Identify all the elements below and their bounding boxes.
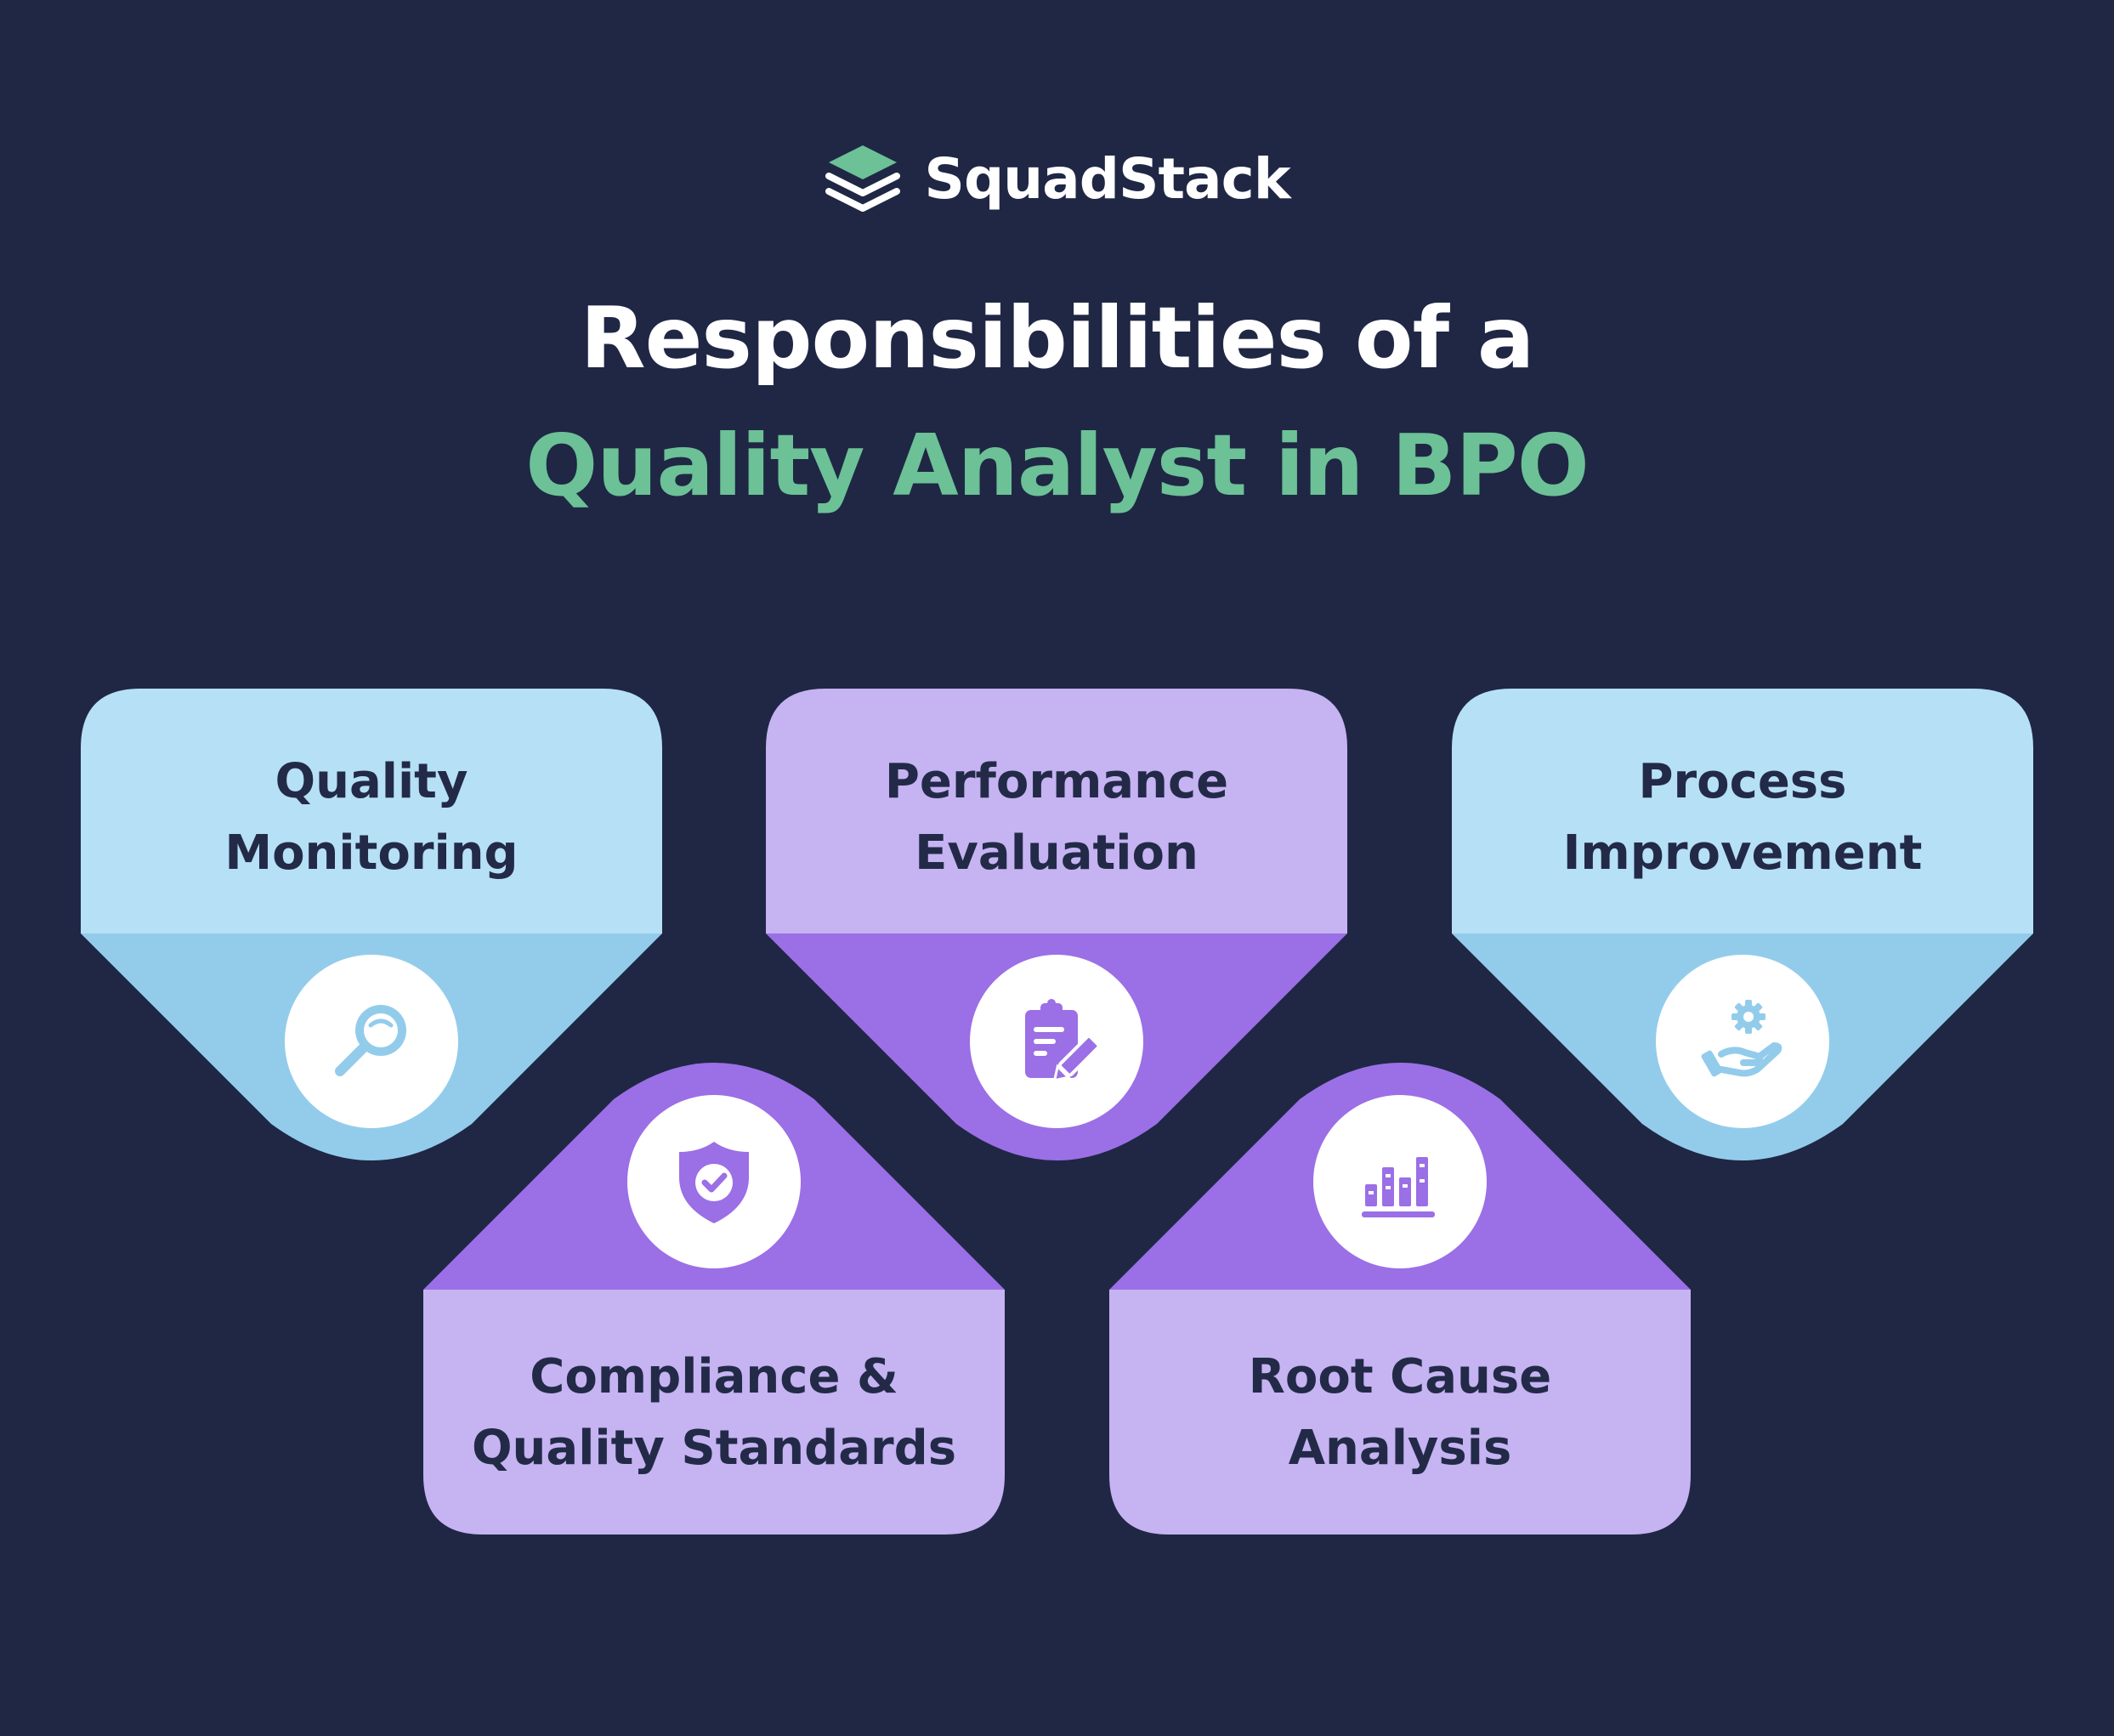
page-title-line-2: Quality Analyst in BPO: [525, 416, 1590, 515]
magnifier-icon: [335, 1005, 406, 1076]
card-label: Process Improvement: [1469, 746, 2016, 889]
card-performance-evaluation: Performance Evaluation: [766, 689, 1347, 1160]
shield-check-icon: [679, 1142, 749, 1223]
card-label-line: Monitoring: [224, 825, 519, 881]
card-process-improvement: Process Improvement: [1452, 689, 2033, 1160]
page-title-line-1: Responsibilities of a: [580, 288, 1535, 388]
icon-circle: [970, 955, 1143, 1128]
card-label-line: Process: [1638, 754, 1847, 809]
card-label: Quality Monitoring: [98, 746, 645, 889]
icon-circle: [627, 1095, 801, 1268]
bar-chart-icon: [1362, 1157, 1435, 1217]
hand-gear-icon: [1701, 1000, 1782, 1077]
brand-header: SquadStack: [0, 136, 2114, 221]
card-label-line: Improvement: [1562, 825, 1923, 881]
card-compliance-quality-standards: Compliance & Quality Standards: [423, 1063, 1005, 1535]
brand-name: SquadStack: [924, 145, 1290, 212]
card-label-line: Evaluation: [915, 825, 1199, 881]
card-label-line: Compliance &: [530, 1349, 898, 1404]
clipboard-pen-icon: [1025, 999, 1101, 1082]
card-quality-monitoring: Quality Monitoring: [81, 689, 662, 1160]
icon-circle: [285, 955, 458, 1128]
card-label: Compliance & Quality Standards: [440, 1342, 988, 1484]
card-label-line: Root Cause: [1248, 1349, 1552, 1404]
icon-circle: [1656, 955, 1829, 1128]
card-label-line: Quality Standards: [471, 1421, 957, 1476]
card-root-cause-analysis: Root Cause Analysis: [1109, 1063, 1691, 1535]
card-label: Performance Evaluation: [783, 746, 1330, 889]
card-label: Root Cause Analysis: [1126, 1342, 1674, 1484]
stacked-layers-icon: [825, 145, 901, 212]
icon-circle: [1313, 1095, 1487, 1268]
card-label-line: Analysis: [1288, 1421, 1512, 1476]
card-label-line: Performance: [884, 754, 1229, 809]
card-label-line: Quality: [275, 754, 468, 809]
